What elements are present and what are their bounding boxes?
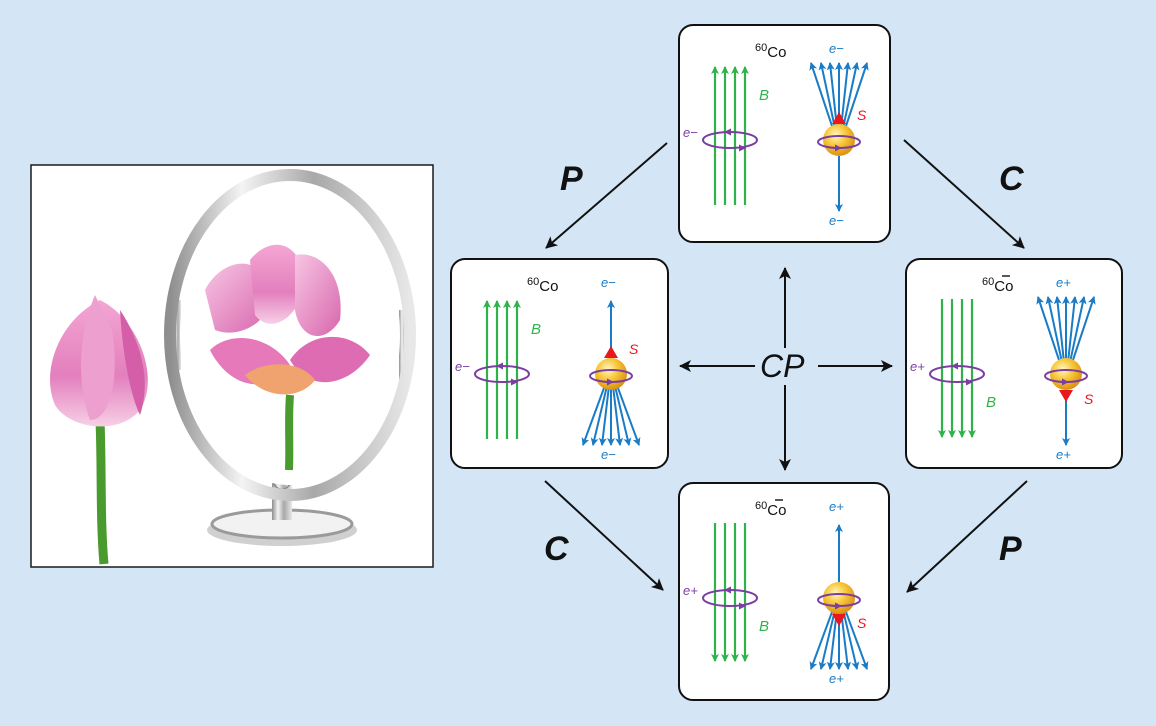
loop-label: e− xyxy=(455,359,470,374)
emission-arrow xyxy=(818,611,836,670)
emission-arrow xyxy=(1069,296,1087,361)
emission-arrow xyxy=(809,611,833,670)
isotope-mass: 60 xyxy=(527,276,539,288)
emission-arrow xyxy=(840,62,852,127)
nucleus xyxy=(823,582,855,614)
emission-arrow xyxy=(612,387,624,446)
isotope-mass: 60 xyxy=(755,500,767,512)
lotus-bud xyxy=(50,295,148,427)
emission-arrow xyxy=(842,62,860,127)
isotope-symbol: Co xyxy=(767,502,786,519)
arrow-c-top-right xyxy=(903,139,1025,249)
emission-label: e− xyxy=(601,447,616,462)
round-mirror xyxy=(164,169,416,501)
loop-label: e+ xyxy=(910,359,925,374)
emission-arrow xyxy=(598,387,610,446)
emission-arrow xyxy=(845,62,869,127)
emission-arrow xyxy=(617,387,641,446)
panel-right xyxy=(905,258,1123,469)
emission-label: e+ xyxy=(1056,447,1071,462)
spin-arrow xyxy=(1059,390,1073,402)
panel-left xyxy=(450,258,669,469)
emission-label: e+ xyxy=(829,499,844,514)
stem xyxy=(95,419,109,565)
operator-p-label: P xyxy=(999,530,1022,568)
arrow-c-bottom-left xyxy=(544,480,664,591)
emission-arrow xyxy=(826,611,838,670)
isotope-mass: 60 xyxy=(755,42,767,54)
arrow-p-top-left xyxy=(545,142,668,249)
emission-label: e+ xyxy=(1056,275,1071,290)
nucleus xyxy=(595,358,627,390)
field-label: B xyxy=(531,321,541,338)
isotope-label: 60Co xyxy=(527,276,558,295)
emission-arrow xyxy=(818,62,836,127)
lotus-mirror-illustration xyxy=(30,164,434,568)
spin-arrow xyxy=(832,614,846,626)
emission-label: e+ xyxy=(829,671,844,686)
emission-arrow xyxy=(840,611,852,670)
loop-label: e− xyxy=(683,125,698,140)
emission-label: e− xyxy=(829,41,844,56)
emission-arrow xyxy=(826,62,838,127)
spin-label: S xyxy=(1084,391,1094,407)
emission-label: e− xyxy=(829,213,844,228)
nucleus xyxy=(1050,358,1082,390)
isotope-symbol: Co xyxy=(994,278,1013,295)
panel-top xyxy=(678,24,891,243)
loop-label: e+ xyxy=(683,583,698,598)
emission-arrow xyxy=(842,611,860,670)
panel-contents: 60CoBe−e−e−S60CoBe−e−e−S60CoBe+e+e+S60Co… xyxy=(455,41,1096,686)
emission-arrow xyxy=(581,387,605,446)
isotope-mass: 60 xyxy=(982,276,994,288)
emission-arrow xyxy=(809,62,833,127)
arrow-p-bottom-right xyxy=(906,480,1028,593)
emission-arrow xyxy=(1067,296,1079,361)
emission-arrow xyxy=(845,611,869,670)
isotope-label: 60Co xyxy=(755,500,786,519)
cp-operator-label: CP xyxy=(760,348,805,384)
operator-p-label: P xyxy=(560,160,583,198)
spin-arrow xyxy=(832,112,846,124)
transformation-arrows xyxy=(544,139,1028,593)
operator-c-label: C xyxy=(544,530,569,568)
isotope-label: 60Co xyxy=(982,276,1013,295)
emission-arrow xyxy=(1072,296,1096,361)
isotope-label: 60Co xyxy=(755,42,786,61)
isotope-symbol: Co xyxy=(767,44,786,61)
nucleus xyxy=(823,124,855,156)
panel-bottom xyxy=(678,482,890,701)
emission-arrow xyxy=(1053,296,1065,361)
spin-arrow xyxy=(604,346,618,358)
operator-c-label: C xyxy=(999,160,1024,198)
field-label: B xyxy=(759,87,769,104)
emission-arrow xyxy=(1036,296,1060,361)
spin-label: S xyxy=(857,107,867,123)
field-label: B xyxy=(759,618,769,635)
spin-label: S xyxy=(857,615,867,631)
emission-label: e− xyxy=(601,275,616,290)
spin-label: S xyxy=(629,341,639,357)
emission-arrow xyxy=(1045,296,1063,361)
isotope-symbol: Co xyxy=(539,278,558,295)
emission-arrow xyxy=(614,387,632,446)
emission-arrow xyxy=(590,387,608,446)
field-label: B xyxy=(986,394,996,411)
